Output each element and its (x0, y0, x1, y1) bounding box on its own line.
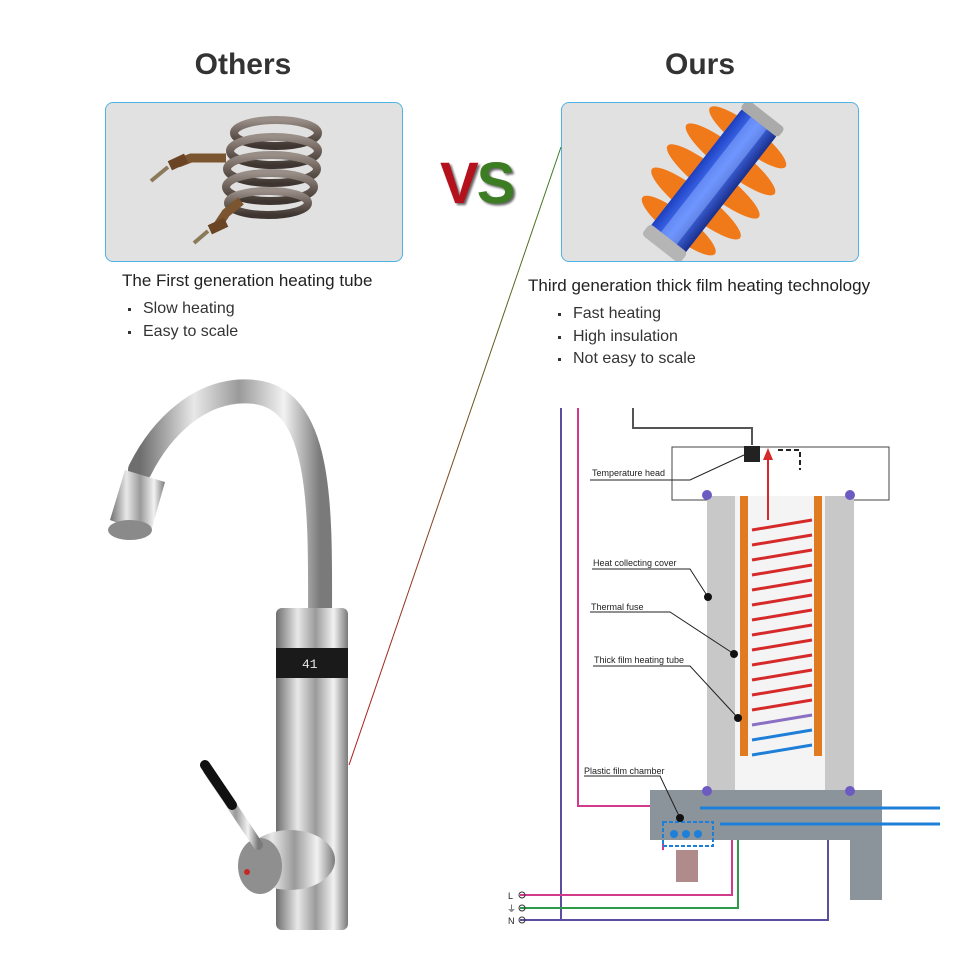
terminal-earth-label: ⏚ (507, 904, 516, 914)
vs-letter-s: S (476, 151, 516, 216)
temperature-head-label: Temperature head (592, 468, 665, 478)
list-item: Easy to scale (125, 321, 238, 344)
versus-label: VS (440, 150, 516, 217)
terminal-l-label: L (508, 891, 513, 901)
others-heading: Others (194, 48, 292, 81)
temperature-display: 41 (302, 657, 318, 672)
faucet: 41 (108, 379, 348, 930)
ours-features-list: Fast heating High insulation Not easy to… (555, 303, 696, 371)
heater-diagram: Temperature head Heat collecting cover T… (507, 408, 940, 926)
vs-letter-v: V (440, 151, 479, 216)
others-features-list: Slow heating Easy to scale (125, 298, 238, 343)
heat-collecting-cover-label: Heat collecting cover (593, 558, 677, 568)
thick-film-heater-panel (561, 102, 859, 262)
thick-film-heater-image (641, 103, 787, 261)
plastic-film-chamber-label: Plastic film chamber (584, 766, 665, 776)
list-item: Not easy to scale (555, 348, 696, 371)
list-item: Slow heating (125, 298, 238, 321)
first-generation-tube-panel (105, 102, 403, 262)
terminal-n-label: N (508, 916, 515, 926)
ours-heading: Ours (664, 48, 736, 81)
ours-subtitle: Third generation thick film heating tech… (528, 276, 871, 295)
thermal-fuse-label: Thermal fuse (591, 602, 644, 612)
connector-line-upper (348, 146, 562, 766)
list-item: High insulation (555, 326, 696, 349)
thick-film-heating-tube-label: Thick film heating tube (594, 655, 684, 665)
others-subtitle: The First generation heating tube (122, 271, 373, 290)
coil-heating-tube-image (149, 116, 322, 245)
list-item: Fast heating (555, 303, 696, 326)
